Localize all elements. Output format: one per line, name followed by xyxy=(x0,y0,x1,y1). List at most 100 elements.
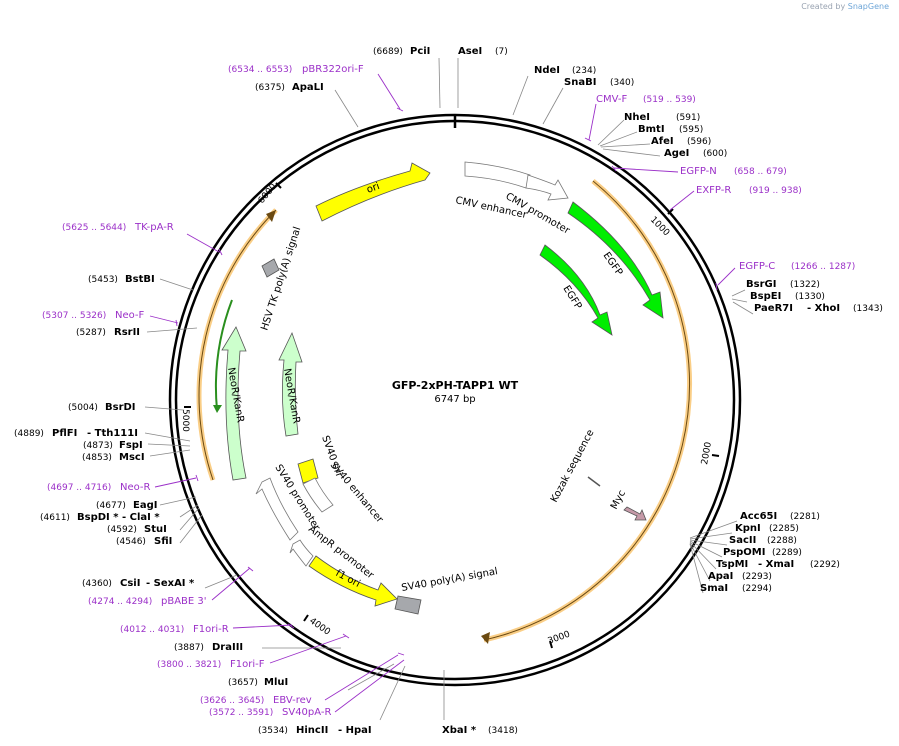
enzyme-name: PciI xyxy=(410,46,430,57)
credit-brand: SnapGene xyxy=(847,2,889,11)
enzyme-name: Acc65I xyxy=(740,511,777,522)
primer-name: F1ori-R xyxy=(193,624,229,635)
enzyme-pos: (2293) xyxy=(742,572,772,582)
enzyme-name: AseI xyxy=(458,46,482,57)
feature-ori: ori xyxy=(315,162,431,222)
enzyme-name: MscI xyxy=(119,452,145,463)
enzyme-name: - Tth111I xyxy=(87,428,138,439)
feature-myc-label: Myc xyxy=(609,489,628,512)
primer-name: EGFP-C xyxy=(739,261,775,272)
enzyme-pos: (3887) xyxy=(174,643,204,653)
enzyme-pos: (600) xyxy=(703,149,727,159)
feature-kozak-label: Kozak sequence xyxy=(549,428,597,504)
enzyme-pos: (2281) xyxy=(790,512,820,522)
enzyme-pos: (2288) xyxy=(767,536,797,546)
feature-myc: Myc xyxy=(609,489,647,521)
feature-sv40-enhancer-label: SV40 enhancer xyxy=(328,460,386,526)
enzyme-name: AgeI xyxy=(664,148,689,159)
enzyme-name: HincII xyxy=(296,725,328,736)
orf-arrowhead xyxy=(481,632,490,644)
enzyme-pos: (3534) xyxy=(258,726,288,736)
enzyme-name: ApaI xyxy=(708,571,733,582)
enzyme-name: PaeR7I xyxy=(754,303,793,314)
enzyme-name: DraIII xyxy=(212,642,243,653)
enzyme-labels: (6689) PciI AseI (7) (6375) ApaLI NdeI (… xyxy=(14,46,883,736)
enzyme-name: NdeI xyxy=(534,65,560,76)
primer-range: (658 .. 679) xyxy=(734,167,787,177)
enzyme-name: TspMI xyxy=(716,559,748,570)
enzyme-name: BstBI xyxy=(125,274,155,285)
primer-range: (6534 .. 6553) xyxy=(228,65,292,75)
feature-egfp-inner: EGFP xyxy=(539,244,613,336)
primer-name: pBR322ori-F xyxy=(302,64,364,75)
primer-name: TK-pA-R xyxy=(134,222,174,233)
enzyme-name: BspEI xyxy=(750,291,781,302)
primer-range: (519 .. 539) xyxy=(643,95,696,105)
enzyme-pos: (2285) xyxy=(769,524,799,534)
plasmid-length: 6747 bp xyxy=(434,394,475,405)
feature-neokanr-inner: NeoR/KanR xyxy=(278,331,303,437)
orf-arcs xyxy=(196,179,692,644)
enzyme-pos: (4873) xyxy=(83,441,113,451)
feature-kozak: Kozak sequence xyxy=(549,428,601,504)
enzyme-name: ApaLI xyxy=(292,82,324,93)
tick-4000: 4000 xyxy=(307,616,332,637)
enzyme-pos: (1343) xyxy=(853,304,883,314)
enzyme-name: BspDI * xyxy=(77,512,119,523)
enzyme-name: MluI xyxy=(264,677,288,688)
feature-hsv-tk: HSV TK poly(A) signal xyxy=(259,226,303,332)
enzyme-name: - HpaI xyxy=(338,725,372,736)
enzyme-name: XbaI * xyxy=(442,725,477,736)
primer-range: (3626 .. 3645) xyxy=(200,696,264,706)
primer-labels: (6534 .. 6553) pBR322ori-F CMV-F (519 ..… xyxy=(42,64,855,718)
enzyme-pos: (340) xyxy=(610,78,634,88)
primer-range: (5307 .. 5326) xyxy=(42,311,106,321)
plasmid-name: GFP-2xPH-TAPP1 WT xyxy=(392,379,519,392)
feature-neokanr-outer: NeoR/KanR xyxy=(221,326,247,481)
feature-hsv-tk-label: HSV TK poly(A) signal xyxy=(259,226,303,332)
enzyme-name: FspI xyxy=(119,440,143,451)
enzyme-pos: (6375) xyxy=(255,83,285,93)
primer-name: SV40pA-R xyxy=(282,707,331,718)
enzyme-leaders xyxy=(144,57,754,721)
enzyme-pos: (3418) xyxy=(488,726,518,736)
enzyme-pos: (5453) xyxy=(88,275,118,285)
primer-name: CMV-F xyxy=(596,94,627,105)
primer-name: EBV-rev xyxy=(273,695,312,706)
enzyme-pos: (1330) xyxy=(795,292,825,302)
enzyme-name: KpnI xyxy=(735,523,761,534)
enzyme-name: - SexAI * xyxy=(146,578,195,589)
enzyme-pos: (595) xyxy=(679,125,703,135)
primer-name: pBABE 3' xyxy=(161,596,207,607)
enzyme-pos: (1322) xyxy=(790,280,820,290)
tick-5000: 5000 xyxy=(180,409,190,432)
enzyme-pos: (4360) xyxy=(82,579,112,589)
primer-range: (4012 .. 4031) xyxy=(120,625,184,635)
feature-cmv-enhancer: CMV enhancer xyxy=(454,161,531,221)
tick-2000: 2000 xyxy=(700,441,714,466)
primer-range: (1266 .. 1287) xyxy=(791,262,855,272)
enzyme-pos: (5004) xyxy=(68,403,98,413)
enzyme-pos: (4853) xyxy=(82,453,112,463)
primer-name: EXFP-R xyxy=(696,185,731,196)
enzyme-pos: (7) xyxy=(495,47,508,57)
primer-name: Neo-R xyxy=(120,482,151,493)
enzyme-name: EagI xyxy=(133,500,157,511)
primer-range: (4274 .. 4294) xyxy=(88,597,152,607)
primer-name: EGFP-N xyxy=(680,166,717,177)
feature-sv40-polya: SV40 poly(A) signal xyxy=(394,566,499,615)
enzyme-name: AfeI xyxy=(651,136,674,147)
primer-range: (5625 .. 5644) xyxy=(62,223,126,233)
enzyme-name: RsrII xyxy=(114,327,140,338)
enzyme-pos: (596) xyxy=(687,137,711,147)
tick-3000: 3000 xyxy=(547,629,572,646)
enzyme-name: - ClaI * xyxy=(122,512,160,523)
enzyme-name: - XmaI xyxy=(758,559,794,570)
enzyme-pos: (6689) xyxy=(373,47,403,57)
primer-name: F1ori-F xyxy=(230,659,265,670)
enzyme-pos: (591) xyxy=(676,113,700,123)
enzyme-pos: (2294) xyxy=(742,584,772,594)
enzyme-name: SmaI xyxy=(700,583,728,594)
enzyme-name: SfiI xyxy=(154,536,172,547)
